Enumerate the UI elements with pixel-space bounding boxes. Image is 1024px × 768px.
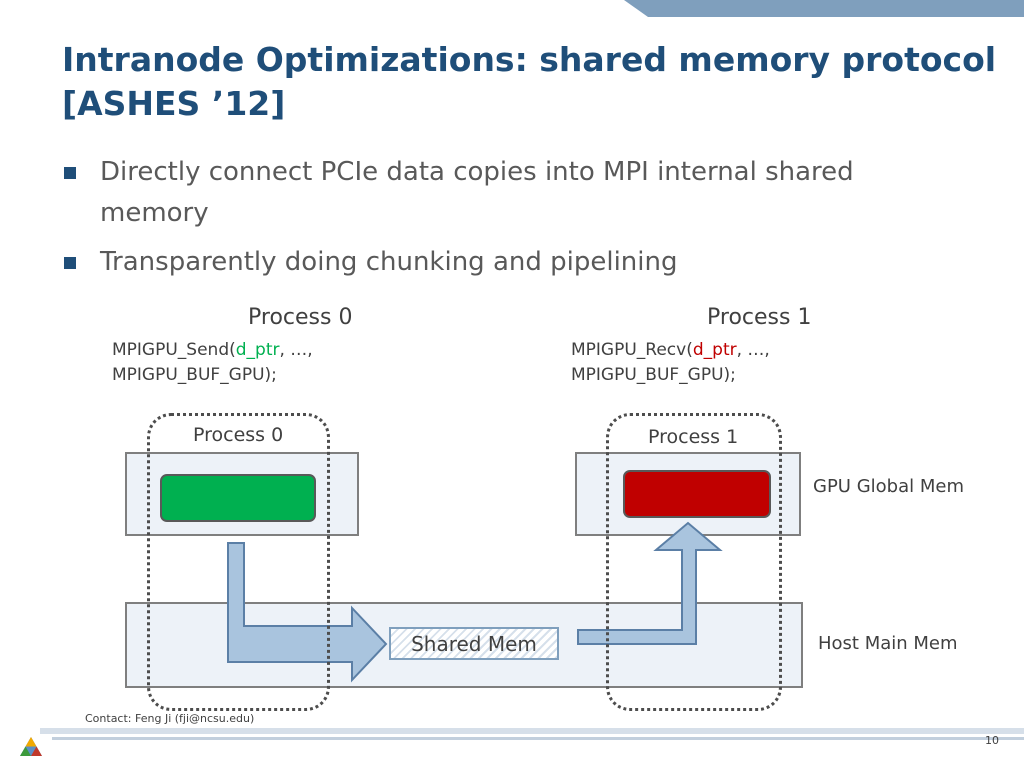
process0-heading: Process 0 (248, 305, 353, 330)
bullet-text: Transparently doing chunking and pipelin… (100, 247, 678, 277)
bullet-text: Directly connect PCIe data copies into M… (100, 157, 854, 228)
contact-text: Contact: Feng Ji (fji@ncsu.edu) (85, 712, 255, 725)
bullet-item: Directly connect PCIe data copies into M… (62, 152, 962, 234)
process0-call-line2: MPIGPU_BUF_GPU); (112, 365, 277, 385)
recv-arrow (577, 521, 723, 645)
process0-box-label: Process 0 (193, 424, 284, 446)
process0-gpu-buffer (160, 474, 316, 522)
process1-call-prefix: MPIGPU_Recv( (571, 340, 693, 360)
bullet-item: Transparently doing chunking and pipelin… (62, 242, 962, 283)
logo-icon (20, 737, 42, 756)
slide-title: Intranode Optimizations: shared memory p… (62, 40, 997, 123)
process1-call: MPIGPU_Recv(d_ptr, …, MPIGPU_BUF_GPU); (571, 338, 770, 388)
shared-memory-buffer: Shared Mem (389, 627, 559, 660)
send-arrow (227, 542, 388, 683)
process0-outline (147, 413, 330, 711)
process0-call: MPIGPU_Send(d_ptr, …, MPIGPU_BUF_GPU); (112, 338, 313, 388)
footer-bar-secondary (52, 737, 1024, 740)
process1-call-suffix: , …, (736, 340, 770, 360)
process0-call-suffix: , …, (279, 340, 313, 360)
process0-call-prefix: MPIGPU_Send( (112, 340, 236, 360)
top-accent-bar (624, 0, 1024, 17)
process1-call-ptr: d_ptr (692, 340, 737, 360)
bullet-square-icon (64, 257, 76, 269)
process1-gpu-buffer (623, 470, 771, 518)
bullet-square-icon (64, 167, 76, 179)
process1-call-line2: MPIGPU_BUF_GPU); (571, 365, 736, 385)
gpu-global-mem-label: GPU Global Mem (813, 476, 964, 497)
process1-heading: Process 1 (707, 305, 812, 330)
process1-outline (606, 413, 782, 711)
process1-box-label: Process 1 (648, 426, 739, 448)
bullet-list: Directly connect PCIe data copies into M… (62, 152, 962, 291)
host-main-mem-label: Host Main Mem (818, 633, 958, 654)
process0-call-ptr: d_ptr (235, 340, 280, 360)
footer-bar (40, 728, 1024, 734)
page-number: 10 (985, 734, 999, 747)
